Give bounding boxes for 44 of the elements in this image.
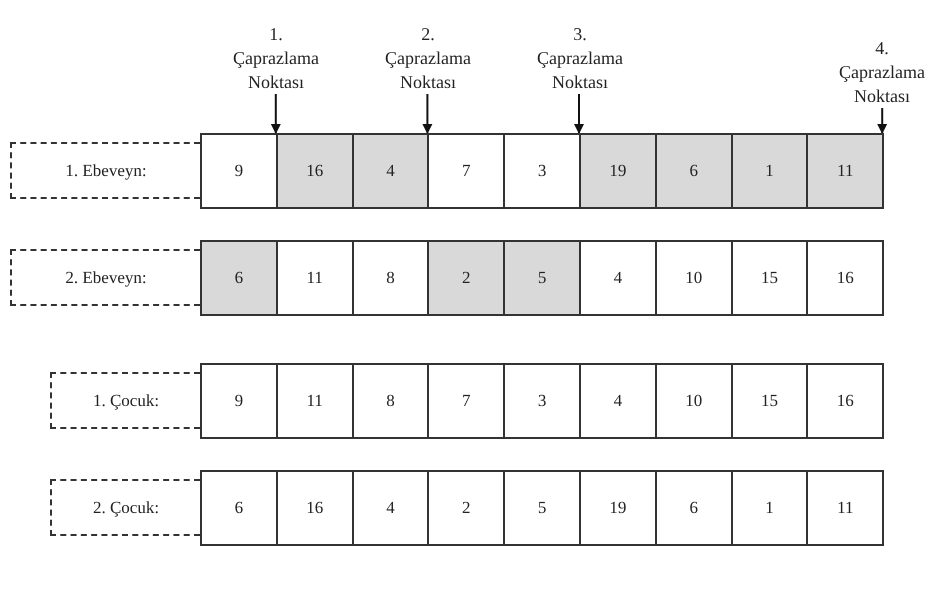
gene-cell: 15 [730, 363, 808, 439]
gene-cell: 4 [579, 240, 657, 316]
gene-cell: 16 [806, 363, 884, 439]
gene-cell: 8 [352, 363, 430, 439]
row-label-box: 2. Çocuk: [50, 479, 200, 536]
crossover-point-label: 4. Çaprazlama Noktası [834, 36, 930, 108]
gene-cell: 6 [654, 133, 733, 209]
row-label-box: 1. Ebeveyn: [10, 142, 200, 199]
gene-cell: 4 [579, 363, 657, 439]
gene-cell: 2 [427, 240, 506, 316]
gene-cell: 5 [503, 470, 581, 546]
gene-cell: 7 [427, 363, 506, 439]
arrow [270, 94, 281, 134]
gene-cell: 19 [579, 470, 657, 546]
gene-cell: 11 [276, 363, 354, 439]
gene-cell: 10 [654, 363, 733, 439]
gene-cell: 1 [730, 470, 808, 546]
gene-cell: 3 [503, 363, 581, 439]
gene-cell: 10 [654, 240, 733, 316]
row-label-box: 1. Çocuk: [50, 372, 200, 429]
arrow [574, 94, 584, 134]
gene-cell: 4 [352, 470, 430, 546]
gene-cell: 6 [654, 470, 733, 546]
crossover-point-label: 3. Çaprazlama Noktası [532, 22, 628, 94]
crossover-point-label: 1. Çaprazlama Noktası [228, 22, 324, 94]
gene-cell: 16 [276, 133, 354, 209]
gene-cell: 19 [579, 133, 657, 209]
gene-cell: 4 [352, 133, 430, 209]
gene-cell: 11 [806, 470, 884, 546]
gene-cell: 11 [806, 133, 884, 209]
gene-cell: 16 [276, 470, 354, 546]
gene-cell: 5 [503, 240, 581, 316]
gene-cell: 9 [200, 363, 278, 439]
gene-cell: 11 [276, 240, 354, 316]
gene-cell: 15 [730, 240, 808, 316]
crossover-point-label: 2. Çaprazlama Noktası [380, 22, 476, 94]
gene-cell: 1 [730, 133, 808, 209]
gene-cell: 16 [806, 240, 884, 316]
gene-cell: 6 [200, 470, 278, 546]
gene-cell: 2 [427, 470, 506, 546]
gene-cell: 6 [200, 240, 278, 316]
arrow [422, 94, 432, 134]
gene-cell: 7 [427, 133, 506, 209]
arrow [877, 108, 888, 134]
